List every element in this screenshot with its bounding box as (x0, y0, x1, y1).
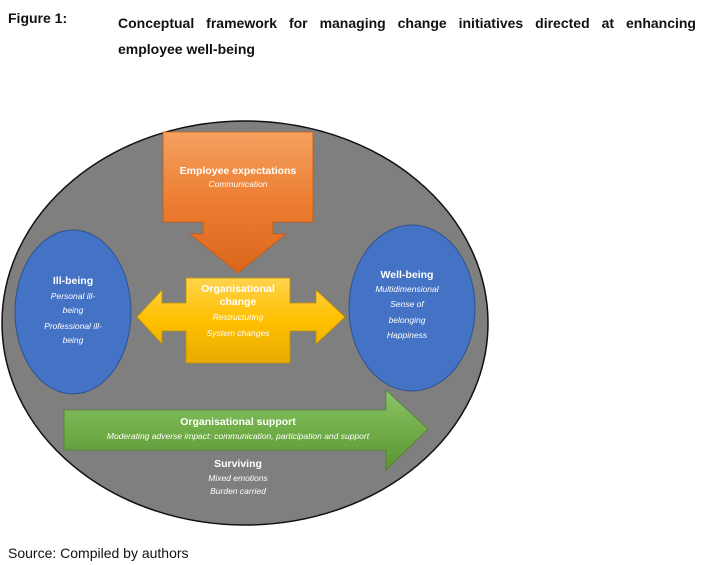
employee-expectations-arrow (162, 131, 314, 274)
figure-title: Conceptual framework for managing change… (118, 15, 696, 57)
organisational-support-sub: Moderating adverse impact: communication… (107, 431, 370, 441)
well-being-line-4: Happiness (387, 330, 428, 340)
surviving-line-2: Burden carried (210, 486, 266, 496)
ill-being-line-3: Professional ill- (44, 321, 102, 331)
employee-expectations-title: Employee expectations (180, 165, 297, 177)
organisational-change-arrow (136, 277, 346, 364)
organisational-change-title-1: Organisational (201, 283, 275, 295)
surviving-line-1: Mixed emotions (208, 473, 268, 483)
ill-being-title: Ill-being (53, 275, 93, 287)
ill-being-circle (14, 229, 132, 395)
well-being-line-3: belonging (389, 315, 426, 325)
ill-being-line-1: Personal ill- (51, 291, 96, 301)
well-being-line-1: Multidimensional (375, 284, 439, 294)
organisational-change-title-2: change (220, 296, 257, 308)
organisational-support-arrow (63, 389, 429, 471)
organisational-support-title: Organisational support (180, 416, 296, 428)
well-being-circle (348, 224, 476, 392)
organisational-change-sub-2: System changes (207, 328, 271, 338)
figure-label: Figure 1: (8, 10, 68, 26)
ill-being-line-4: being (63, 335, 84, 345)
well-being-line-2: Sense of (390, 299, 425, 309)
figure-source: Source: Compiled by authors (8, 545, 189, 561)
employee-expectations-sub: Communication (208, 179, 267, 189)
surviving-title: Surviving (214, 458, 262, 470)
organisational-change-sub-1: Restructuring (213, 312, 264, 322)
ill-being-line-2: being (63, 305, 84, 315)
well-being-title: Well-being (381, 269, 434, 281)
